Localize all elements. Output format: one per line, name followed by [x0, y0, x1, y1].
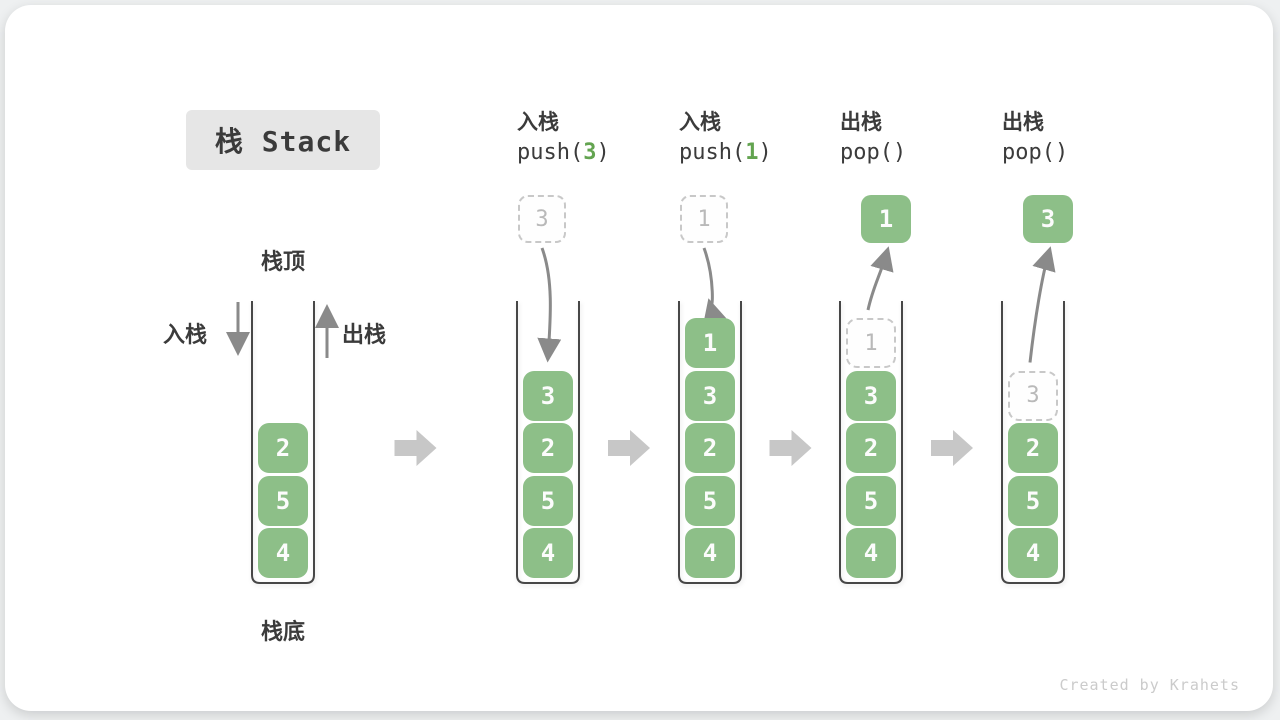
- stack-cell: 5: [685, 475, 735, 526]
- stack-cell: 5: [846, 475, 896, 526]
- code-paren: ): [758, 140, 772, 165]
- popped-value-box: 1: [861, 195, 911, 243]
- stack-cell-ghost: 3: [1008, 370, 1058, 421]
- operation-code: pop(): [1002, 140, 1068, 165]
- operation-code: push(3): [517, 140, 610, 165]
- pushed-value-box: 1: [680, 195, 728, 243]
- operation-code: pop(): [840, 140, 906, 165]
- stack-cell-ghost: 1: [846, 318, 896, 368]
- operation-label: 出栈: [840, 110, 882, 134]
- code-paren: ): [596, 140, 610, 165]
- watermark-credit: Created by Krahets: [1059, 676, 1240, 694]
- stack-cell: 3: [685, 370, 735, 421]
- popped-value-box: 3: [1023, 195, 1073, 243]
- stack-cell: 4: [846, 528, 896, 578]
- stack-cell: 4: [1008, 528, 1058, 578]
- stack-cell: 2: [523, 423, 573, 473]
- code-paren: ): [892, 140, 907, 165]
- stack-cell: 2: [846, 423, 896, 473]
- operation-label: 出栈: [1002, 110, 1044, 134]
- stack-cell: 2: [1008, 423, 1058, 473]
- title-text: 栈 Stack: [214, 125, 352, 158]
- code-argument: 1: [745, 140, 759, 165]
- stack-cell: 3: [846, 370, 896, 421]
- title-box: 栈 Stack: [186, 110, 380, 170]
- code-argument: 3: [583, 140, 597, 165]
- code-function: pop(: [1002, 140, 1055, 165]
- operation-code: push(1): [679, 140, 772, 165]
- operation-label: 入栈: [517, 110, 559, 134]
- stack-bottom-label: 栈底: [261, 620, 306, 645]
- stack-cell: 1: [685, 318, 735, 368]
- stack-cell: 4: [258, 528, 308, 578]
- code-function: push(: [679, 140, 746, 165]
- stack-cell: 5: [523, 475, 573, 526]
- stack-cell: 4: [685, 528, 735, 578]
- stack-cell: 4: [523, 528, 573, 578]
- operation-label: 入栈: [679, 110, 721, 134]
- stack-cell: 5: [258, 475, 308, 526]
- stack-cell: 2: [258, 423, 308, 473]
- stack-top-label: 栈顶: [261, 250, 306, 275]
- stack-cell: 3: [523, 370, 573, 421]
- stack-cell: 5: [1008, 475, 1058, 526]
- code-function: push(: [517, 140, 584, 165]
- pushed-value-box: 3: [518, 195, 566, 243]
- code-paren: ): [1054, 140, 1069, 165]
- stack-cell: 2: [685, 423, 735, 473]
- push-direction-label: 入栈: [163, 323, 208, 348]
- pop-direction-label: 出栈: [342, 323, 387, 348]
- code-function: pop(: [840, 140, 893, 165]
